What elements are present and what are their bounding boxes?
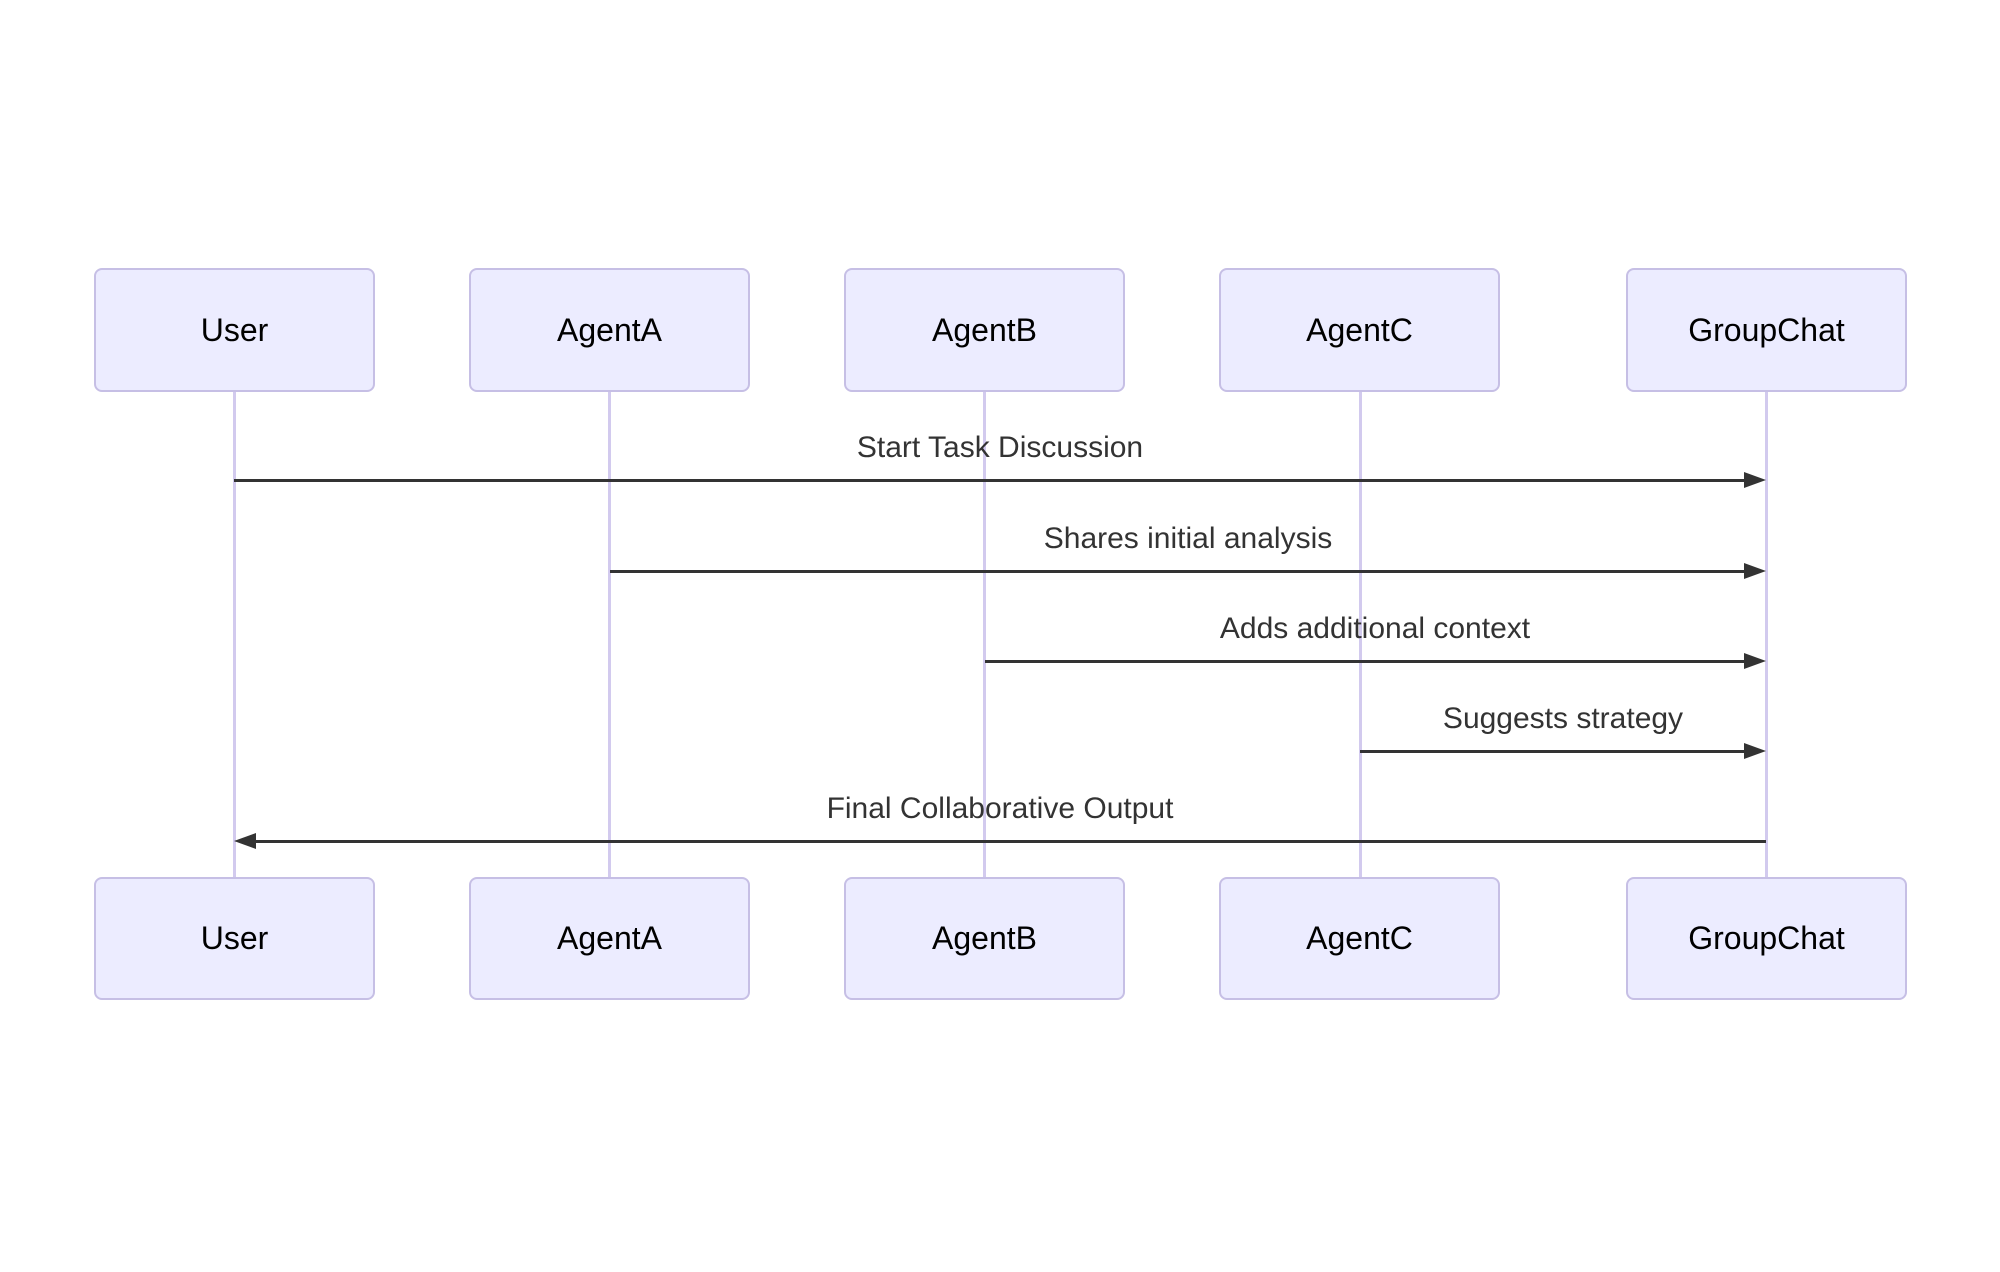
actor-label: AgentA bbox=[557, 311, 662, 348]
message-line bbox=[610, 570, 1746, 573]
actor-label: User bbox=[200, 920, 269, 956]
actor-agenta-bottom: AgentA bbox=[469, 877, 750, 1000]
actor-groupchat-top: GroupChat bbox=[1626, 268, 1907, 392]
message-line bbox=[1360, 750, 1746, 753]
message-line bbox=[254, 840, 1766, 843]
actor-agentb-top: AgentB bbox=[844, 268, 1125, 392]
message-line bbox=[985, 660, 1746, 663]
actor-user-bottom: User bbox=[94, 877, 375, 1000]
message-label-final-collaborative-output: Final Collaborative Output bbox=[826, 792, 1174, 825]
actor-agentb-bottom: AgentB bbox=[844, 877, 1125, 1000]
actor-label: AgentC bbox=[1306, 311, 1413, 348]
lifeline-groupchat bbox=[1765, 392, 1768, 877]
actor-agentc-bottom: AgentC bbox=[1219, 877, 1500, 1000]
actor-label: GroupChat bbox=[1688, 920, 1845, 956]
lifeline-agentb bbox=[983, 392, 986, 877]
lifeline-agentc bbox=[1359, 392, 1362, 877]
arrowhead-right-icon bbox=[1744, 743, 1766, 759]
actor-label: User bbox=[200, 311, 269, 348]
arrowhead-right-icon bbox=[1744, 563, 1766, 579]
actor-groupchat-bottom: GroupChat bbox=[1626, 877, 1907, 1000]
actor-label: AgentB bbox=[932, 920, 1037, 956]
actor-label: AgentC bbox=[1306, 920, 1413, 956]
actor-label: GroupChat bbox=[1688, 311, 1845, 348]
actor-agenta-top: AgentA bbox=[469, 268, 750, 392]
arrowhead-right-icon bbox=[1744, 472, 1766, 488]
lifeline-agenta bbox=[608, 392, 611, 877]
actor-user-top: User bbox=[94, 268, 375, 392]
message-label-start-task-discussion: Start Task Discussion bbox=[856, 431, 1144, 464]
actor-agentc-top: AgentC bbox=[1219, 268, 1500, 392]
arrowhead-left-icon bbox=[234, 833, 256, 849]
lifeline-user bbox=[233, 392, 236, 877]
message-line bbox=[234, 479, 1746, 482]
actor-label: AgentA bbox=[557, 920, 662, 956]
message-label-shares-initial-analysis: Shares initial analysis bbox=[1043, 522, 1333, 555]
actor-label: AgentB bbox=[932, 311, 1037, 348]
message-label-adds-additional-context: Adds additional context bbox=[1219, 612, 1531, 645]
message-label-suggests-strategy: Suggests strategy bbox=[1442, 702, 1684, 735]
arrowhead-right-icon bbox=[1744, 653, 1766, 669]
